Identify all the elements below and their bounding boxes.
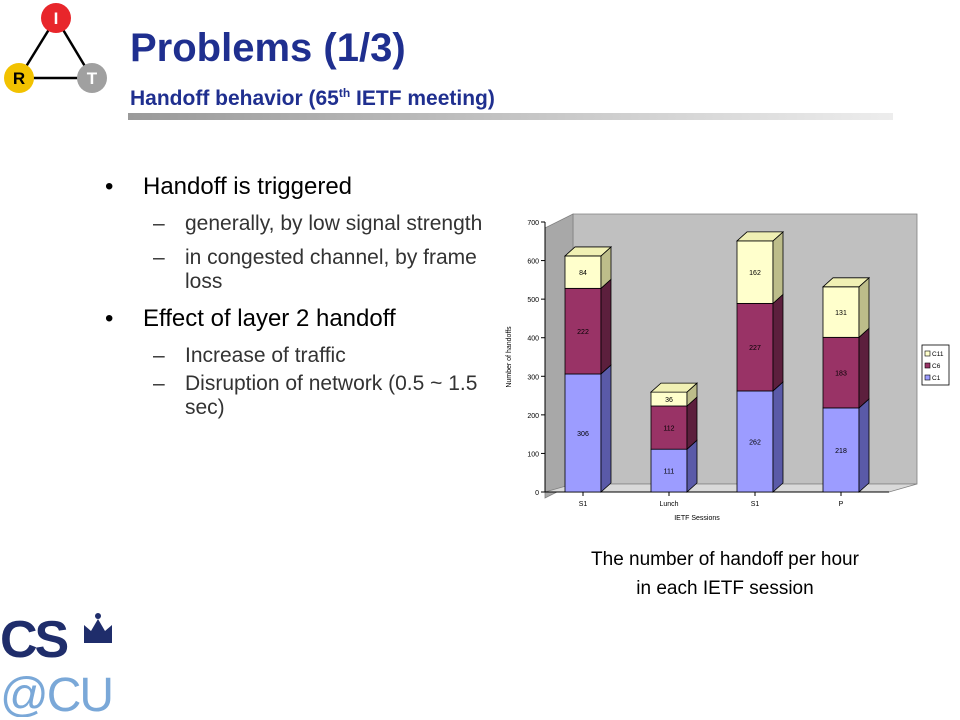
bar-side-C11-2 bbox=[772, 231, 784, 305]
bar-top-2 bbox=[735, 231, 785, 242]
sub-bullet-low-signal: generally, by low signal strength bbox=[105, 212, 495, 236]
bar-side-C6-0 bbox=[600, 278, 612, 375]
y-axis-label: Number of handoffs bbox=[506, 326, 513, 388]
bar-top-1 bbox=[649, 382, 699, 393]
data-label-C6-0: 222 bbox=[577, 329, 589, 336]
x-tick-label: S1 bbox=[579, 501, 588, 508]
at-cu-logo-text: @CU bbox=[0, 669, 112, 717]
data-label-C11-1: 36 bbox=[665, 397, 673, 404]
bar-side-C1-0 bbox=[600, 364, 612, 493]
bar-side-C6-2 bbox=[772, 293, 784, 392]
sub-bullet-network-disruption: Disruption of network (0.5 ~ 1.5 sec) bbox=[105, 372, 495, 420]
x-axis-label: IETF Sessions bbox=[674, 515, 720, 522]
data-label-C1-0: 306 bbox=[577, 431, 589, 438]
bar-C11-2 bbox=[736, 240, 774, 304]
bullet-list: Handoff is triggered generally, by low s… bbox=[105, 172, 495, 430]
title-underline bbox=[128, 113, 893, 120]
y-tick-label: 300 bbox=[527, 374, 539, 381]
bar-side-C6-3 bbox=[858, 327, 870, 409]
bar-C1-1 bbox=[650, 448, 688, 493]
data-label-C11-0: 84 bbox=[579, 270, 587, 277]
irt-letter-t: T bbox=[87, 69, 98, 88]
bar-side-C1-3 bbox=[858, 398, 870, 493]
legend-label-C11: C11 bbox=[932, 351, 944, 358]
irt-letter-r: R bbox=[13, 69, 25, 88]
caption-line-2: in each IETF session bbox=[636, 578, 814, 599]
bar-top-0 bbox=[563, 246, 613, 257]
y-tick-label: 500 bbox=[527, 297, 539, 304]
data-label-C6-2: 227 bbox=[749, 345, 761, 352]
y-tick-label: 400 bbox=[527, 336, 539, 343]
y-tick-label: 700 bbox=[527, 220, 539, 227]
data-label-C1-2: 262 bbox=[749, 439, 761, 446]
legend-swatch-C1 bbox=[924, 374, 931, 381]
y-tick-label: 200 bbox=[527, 413, 539, 420]
irt-logo: I R T bbox=[4, 3, 107, 93]
bar-C6-0 bbox=[564, 287, 602, 375]
legend-label-C6: C6 bbox=[932, 363, 941, 370]
sub-bullet-traffic-increase: Increase of traffic bbox=[105, 344, 495, 368]
bar-C1-3 bbox=[822, 407, 860, 493]
cs-logo-text: CS bbox=[0, 611, 68, 669]
bar-C6-2 bbox=[736, 302, 774, 392]
bullet-layer2-effect: Effect of layer 2 handoff bbox=[105, 304, 495, 334]
bullet-handoff-triggered: Handoff is triggered bbox=[105, 172, 495, 202]
bar-C11-0 bbox=[564, 255, 602, 289]
bar-side-C11-3 bbox=[858, 276, 870, 339]
legend-swatch-C6 bbox=[924, 362, 931, 369]
data-label-C6-3: 183 bbox=[835, 371, 847, 378]
slide-title: Problems (1/3) bbox=[130, 26, 406, 70]
x-tick-label: Lunch bbox=[659, 501, 678, 508]
slide-subtitle: Handoff behavior (65th IETF meeting) bbox=[130, 86, 495, 110]
data-label-C1-1: 111 bbox=[664, 469, 675, 476]
legend-label-C1: C1 bbox=[932, 375, 941, 382]
chart-caption: The number of handoff per hour in each I… bbox=[505, 545, 945, 603]
bar-C6-3 bbox=[822, 336, 860, 409]
y-tick-label: 600 bbox=[527, 259, 539, 266]
data-label-C1-3: 218 bbox=[835, 448, 847, 455]
bar-side-C1-2 bbox=[772, 381, 784, 493]
y-tick-label: 100 bbox=[527, 451, 539, 458]
x-tick-label: S1 bbox=[751, 501, 760, 508]
bar-C1-2 bbox=[736, 390, 774, 493]
data-label-C11-2: 162 bbox=[749, 270, 761, 277]
y-tick-label: 0 bbox=[535, 490, 539, 497]
x-tick-label: P bbox=[839, 501, 844, 508]
bar-top-3 bbox=[821, 277, 871, 288]
crown-icon bbox=[84, 613, 112, 643]
data-label-C6-1: 112 bbox=[663, 426, 674, 433]
legend-swatch-C11 bbox=[924, 350, 931, 357]
irt-letter-i: I bbox=[54, 9, 59, 28]
sub-bullet-congested-channel: in congested channel, by frame loss bbox=[105, 246, 495, 294]
bar-C11-3 bbox=[822, 286, 860, 338]
caption-line-1: The number of handoff per hour bbox=[591, 549, 859, 570]
data-label-C11-3: 131 bbox=[835, 310, 847, 317]
cs-columbia-logo: CS @CU bbox=[0, 611, 114, 717]
